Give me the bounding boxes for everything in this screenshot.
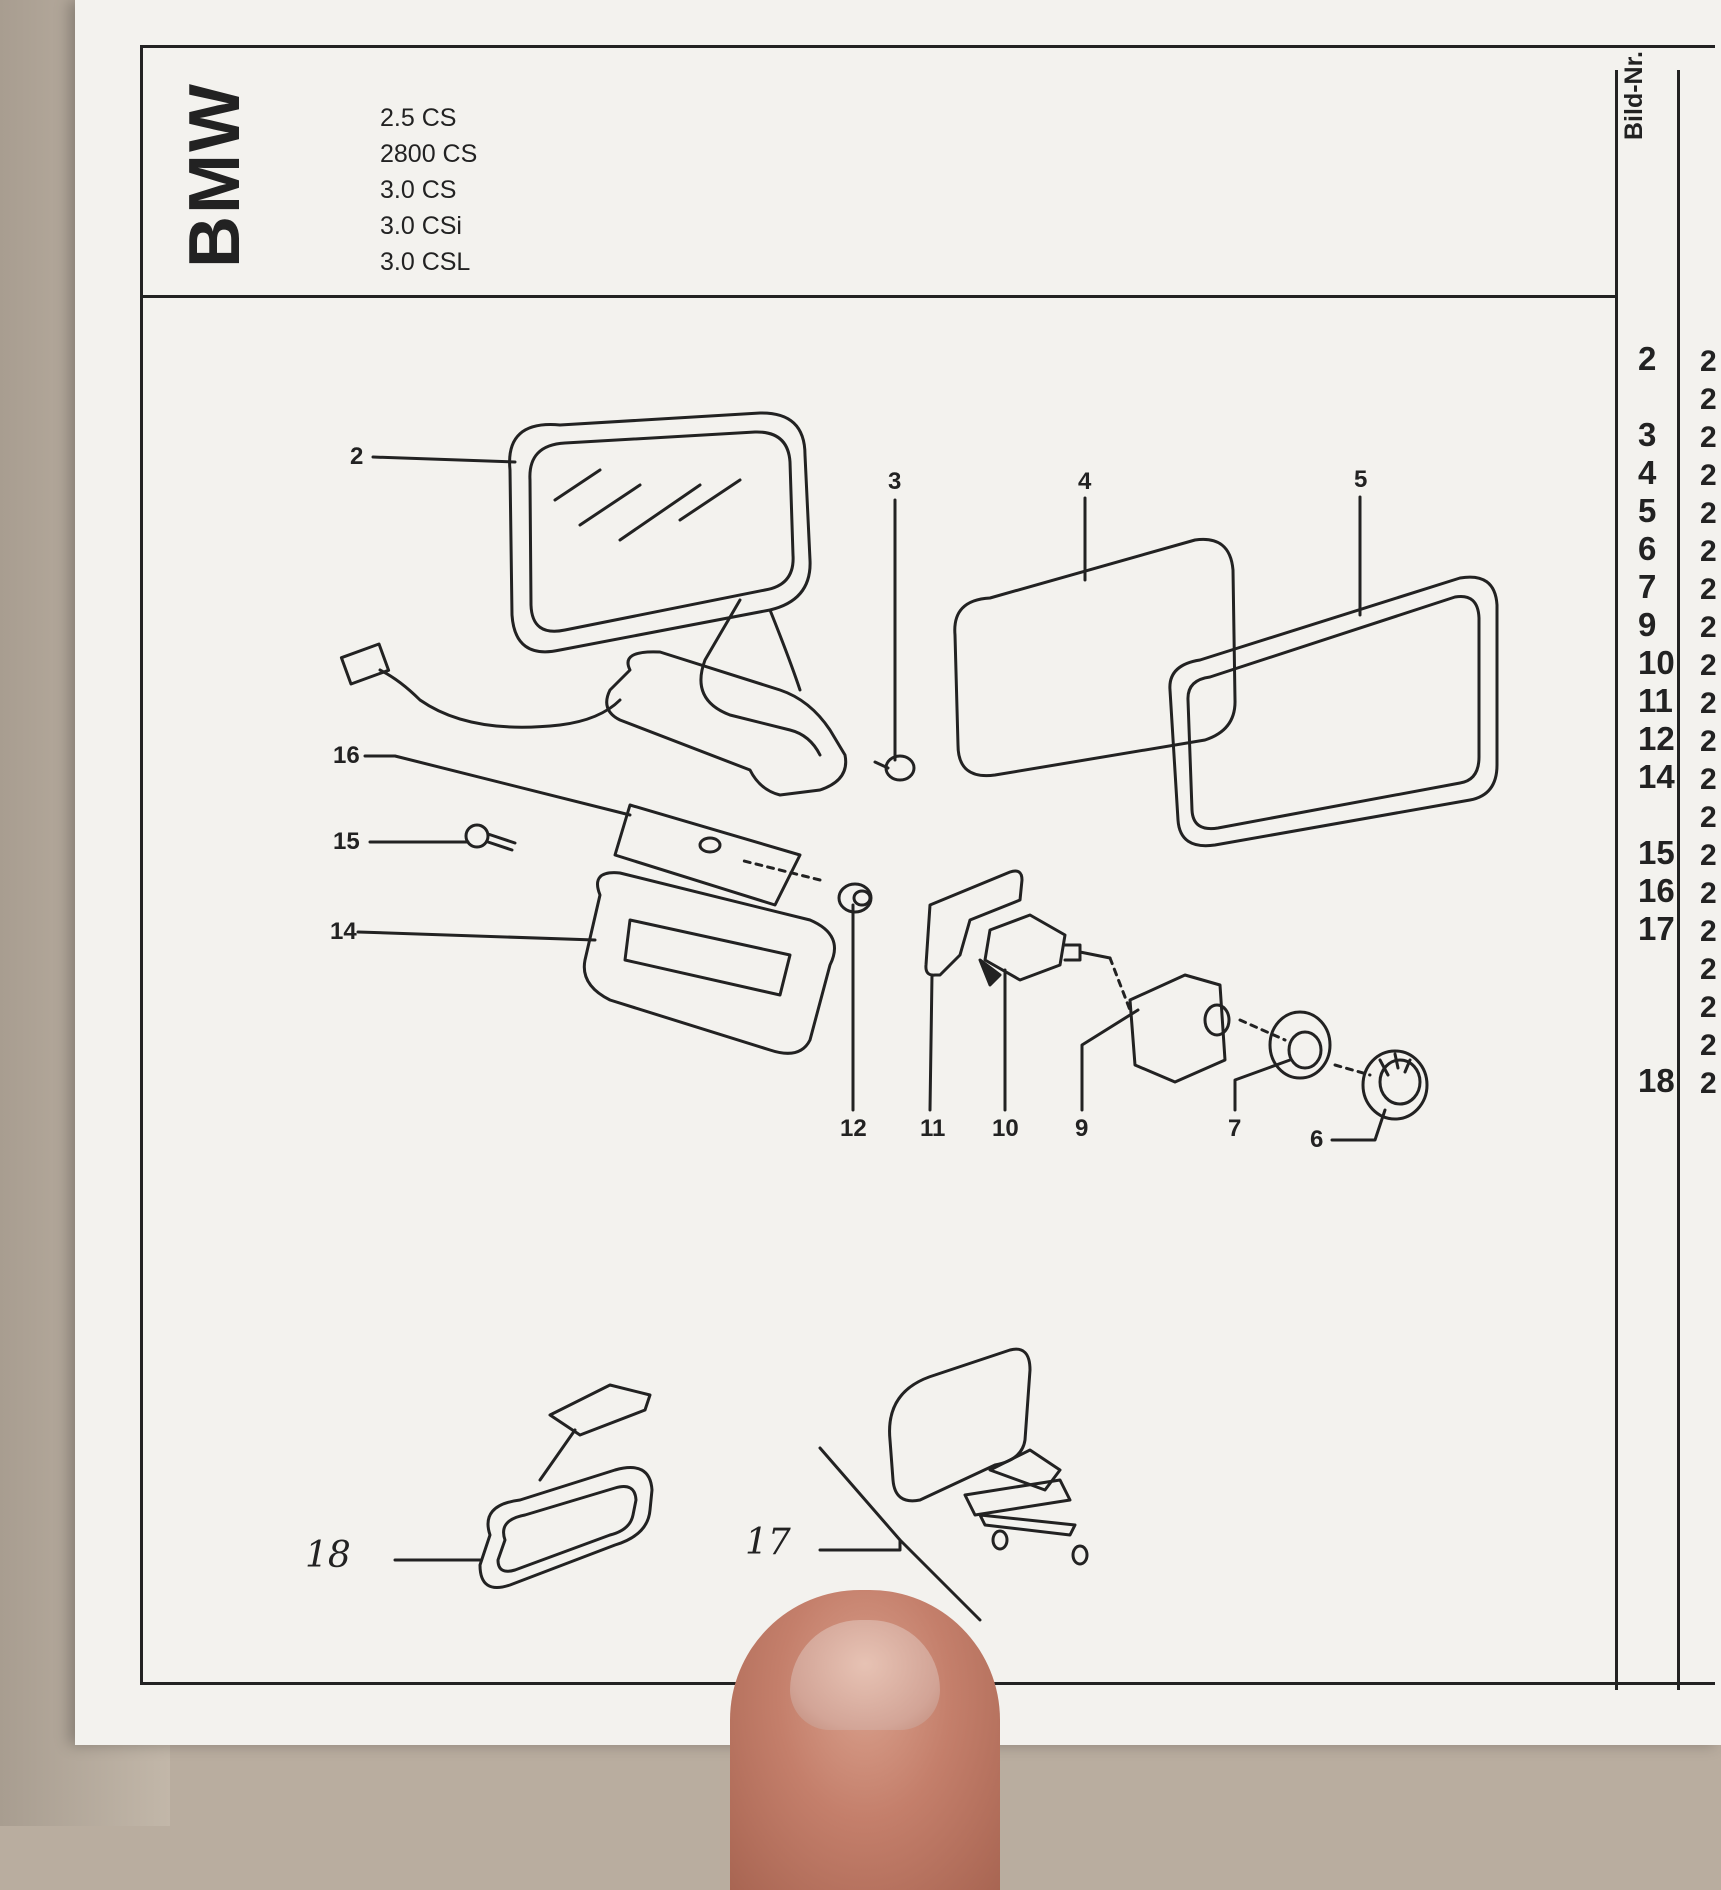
column-divider-bild [1615,70,1618,1690]
column-divider-right [1677,70,1680,1690]
interior-mirror-drawing [478,1383,654,1589]
continuation-mark: 2 [1700,801,1717,834]
model-list: 2.5 CS 2800 CS 3.0 CS 3.0 CSi 3.0 CSL [380,100,477,280]
callout-number: 10 [992,1115,1019,1142]
continuation-mark: 2 [1700,535,1717,568]
adjuster-drawing [978,913,1112,987]
bild-number: 16 [1638,872,1675,909]
housing-drawing [1128,973,1231,1084]
bild-number: 15 [1638,834,1675,871]
continuation-mark: 2 [1700,611,1717,644]
bild-number: 12 [1638,720,1675,757]
callout-number: 3 [888,468,902,495]
bild-number: 11 [1638,682,1673,719]
continuation-mark: 2 [1700,345,1717,378]
mirror-frame-drawing [1168,575,1499,848]
continuation-mark: 2 [1700,991,1717,1024]
mounting-plate-drawing [924,869,1024,977]
callout-number: 2 [350,443,364,470]
leader-line [363,754,632,817]
continuation-mark: 2 [1700,573,1717,606]
callout-number: 15 [333,828,360,855]
continuation-mark: 2 [1700,763,1717,796]
continuation-mark: 2 [1700,1067,1717,1100]
ring-drawing [1268,1010,1332,1080]
continuation-mark: 2 [1700,877,1717,910]
bild-number: 14 [1638,758,1675,795]
bolt-drawing [464,823,517,852]
continuation-mark: 2 [1700,687,1717,720]
model-item: 3.0 CSi [380,212,462,240]
assembly-line [1238,1018,1372,1077]
leader-line [1233,1058,1292,1112]
bild-number: 10 [1638,644,1675,681]
model-item: 3.0 CS [380,176,457,204]
bild-number: 9 [1638,606,1657,643]
continuation-mark: 2 [1700,725,1717,758]
bild-number: 4 [1638,454,1657,491]
outside-mirror-drawing [339,411,848,797]
continuation-mark: 2 [1700,839,1717,872]
continuation-mark: 2 [1700,1029,1717,1062]
screw-drawing [873,754,916,782]
handwritten-callout: 17 [745,1522,791,1563]
model-item: 3.0 CSL [380,248,471,276]
continuation-mark: 2 [1700,421,1717,454]
callout-number: 4 [1078,468,1092,495]
header-divider [143,295,1615,298]
thumbnail-nail [790,1620,940,1730]
assembly-line [1108,956,1132,1012]
callout-number: 11 [920,1115,946,1142]
bild-number: 3 [1638,416,1657,453]
exploded-parts-diagram [339,411,1499,1622]
handwritten-callout: 18 [305,1535,351,1576]
leader-line [356,930,597,942]
gasket-drawing [582,871,836,1055]
bild-number: 18 [1638,1062,1675,1099]
bild-number: 7 [1638,568,1657,605]
continuation-mark: 2 [1700,383,1717,416]
callout-number: 5 [1354,466,1368,493]
bild-number: 2 [1638,340,1657,377]
callout-number: 7 [1228,1115,1242,1142]
model-item: 2.5 CS [380,104,457,132]
callout-number: 12 [840,1115,867,1142]
continuation-mark: 2 [1700,649,1717,682]
bild-number: 6 [1638,530,1657,567]
leader-line [1330,1108,1387,1142]
alternate-mirror-drawing [888,1347,1089,1566]
leader-line [928,973,934,1112]
continuation-mark: 2 [1700,459,1717,492]
callout-number: 9 [1075,1115,1089,1142]
nut-drawing [837,882,873,914]
leader-line [1080,1008,1140,1112]
catalog-page [75,0,1721,1745]
model-item: 2800 CS [380,140,478,168]
callout-number: 6 [1310,1126,1324,1153]
mirror-glass-drawing [953,537,1237,778]
assembly-line [738,858,822,882]
knob-drawing [1361,1049,1429,1121]
callout-number: 16 [333,742,360,769]
base-plate-drawing [613,803,802,907]
bild-number: 5 [1638,492,1657,529]
continuation-mark: 2 [1700,915,1717,948]
continuation-mark: 2 [1700,953,1717,986]
bild-number: 17 [1638,910,1675,947]
leader-line [371,455,517,464]
leader-line [818,1446,982,1622]
callout-number: 14 [330,918,357,945]
continuation-mark: 2 [1700,497,1717,530]
